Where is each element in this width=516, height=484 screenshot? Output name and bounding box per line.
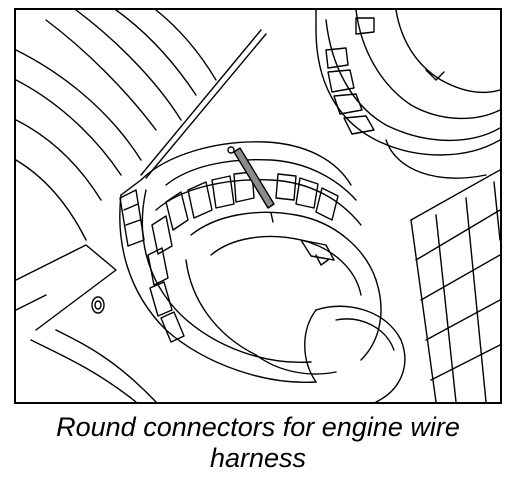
figure-frame [14,8,502,404]
connector-illustration [16,10,500,402]
grid-plate [410,169,500,402]
support-rod [140,29,267,179]
upper-connector [315,10,500,179]
figure-caption: Round connectors for engine wire harness [0,412,516,474]
alignment-marker [233,147,275,209]
main-connector [119,141,406,402]
caption-line-2: harness [209,443,307,473]
caption-line-1: Round connectors for engine wire [56,412,460,442]
mounting-bracket [16,10,217,402]
